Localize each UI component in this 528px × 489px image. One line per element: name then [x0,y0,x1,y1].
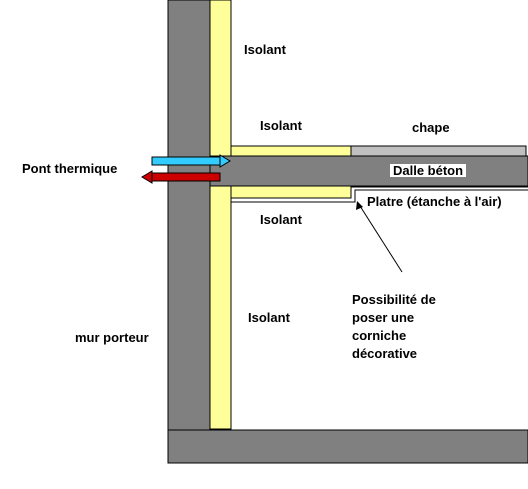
insulation-wall-lower [209,185,232,430]
label-isolant-above-slab: Isolant [260,118,302,133]
label-mur-porteur: mur porteur [75,330,149,345]
label-corniche-line-3: corniche [352,328,407,343]
insulation-above-slab [230,145,352,157]
concrete-slab [209,155,528,187]
plaster-ceiling [230,189,528,203]
arrow-heat-in [151,154,231,168]
label-pont-thermique: Pont thermique [22,161,118,176]
plaster-ceiling-inner [350,186,528,198]
insulation-below-slab [230,185,352,199]
arrow-heat-out [141,170,221,184]
label-corniche-line-2: poser une [352,310,415,325]
cornice-leader-line [359,205,403,273]
label-chape: chape [412,120,450,135]
label-isolant-bottom: Isolant [248,310,290,325]
label-corniche-line-1: Possibilité de [352,292,436,307]
load-bearing-wall [167,0,211,433]
bottom-floor [167,429,528,464]
label-dalle-beton: Dalle béton [390,164,467,177]
label-corniche-line-4: décorative [352,346,418,361]
insulation-wall-upper [209,0,232,157]
label-isolant-below-slab: Isolant [260,212,302,227]
screed-layer [350,145,527,157]
label-platre: Platre (étanche à l'air) [367,194,502,209]
cornice-leader-arrowhead [356,201,363,210]
label-isolant-top: Isolant [244,42,286,57]
label-corniche: Possibilité de poser une corniche décora… [352,291,472,363]
